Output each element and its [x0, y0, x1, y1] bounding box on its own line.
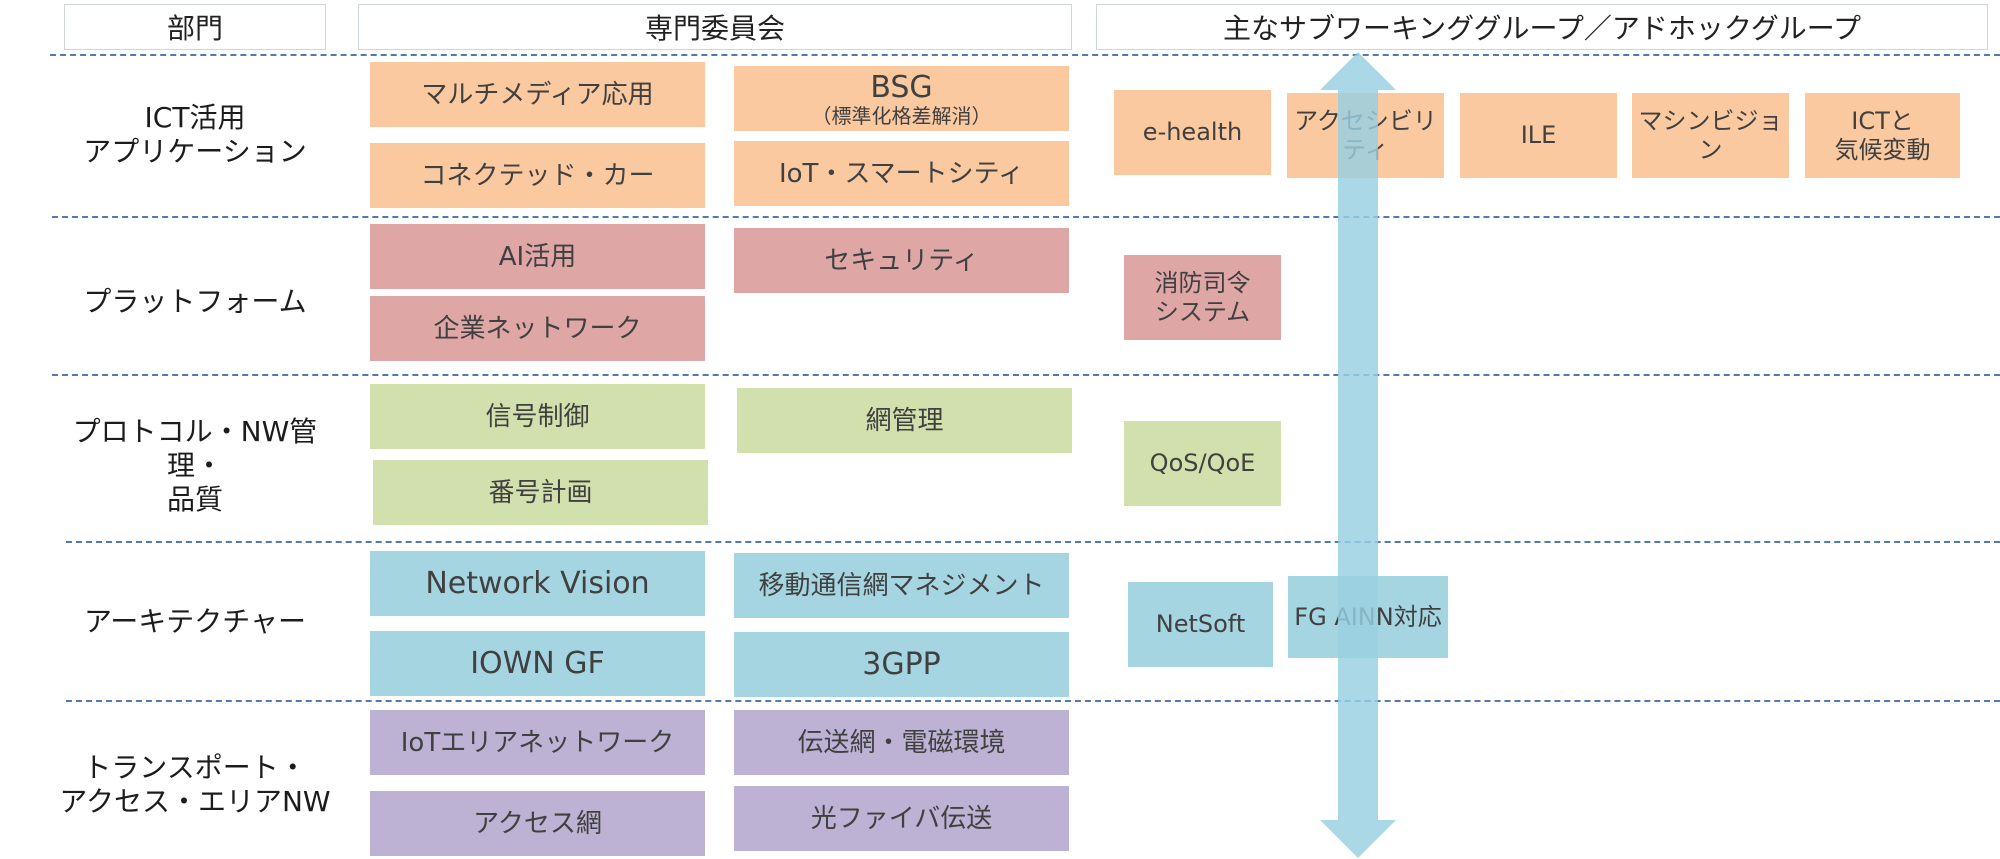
committee-ai-utilization: AI活用 [370, 224, 705, 289]
committee-bsg-note: （標準化格差解消） [811, 103, 992, 128]
group-qos-qoe: QoS/QoE [1124, 421, 1281, 506]
committee-security: セキュリティ [734, 228, 1069, 293]
group-ile: ILE [1460, 93, 1617, 178]
division-transport-access-area-nw: トランスポート・ アクセス・エリアNW [59, 751, 331, 818]
row-separator [52, 216, 2000, 218]
committee-access-network: アクセス網 [370, 791, 705, 856]
committee-enterprise-network: 企業ネットワーク [370, 296, 705, 361]
committee-mobile-network-management: 移動通信網マネジメント [734, 553, 1069, 618]
group-ict-climate-change: ICTと 気候変動 [1805, 93, 1960, 178]
header-committees: 専門委員会 [358, 4, 1072, 50]
committee-iot-area-network: IoTエリアネットワーク [370, 710, 705, 775]
committee-connected-car: コネクテッド・カー [370, 143, 705, 208]
division-ict-applications: ICT活用 アプリケーション [83, 101, 307, 168]
group-machine-vision: マシンビジョン [1632, 93, 1789, 178]
group-e-health: e-health [1114, 90, 1271, 175]
row-separator [66, 541, 2000, 543]
committee-3gpp: 3GPP [734, 632, 1069, 697]
group-netsoft: NetSoft [1128, 582, 1273, 667]
group-fire-command-system: 消防司令 システム [1124, 255, 1281, 340]
committee-iot-smart-city: IoT・スマートシティ [734, 141, 1069, 206]
division-protocol-nw-management-quality: プロトコル・NW管理・ 品質 [72, 415, 318, 516]
committee-bsg-title: BSG [870, 69, 933, 105]
committee-numbering-plan: 番号計画 [373, 460, 708, 525]
committee-transmission-emc: 伝送網・電磁環境 [734, 710, 1069, 775]
committee-iown-gf: IOWN GF [370, 631, 705, 696]
row-separator [52, 374, 2000, 376]
committee-bsg: BSG （標準化格差解消） [734, 66, 1069, 131]
header-division: 部門 [64, 4, 326, 50]
division-architecture: アーキテクチャー [83, 605, 307, 638]
committee-optical-fiber-transmission: 光ファイバ伝送 [734, 786, 1069, 851]
committee-network-vision: Network Vision [370, 551, 705, 616]
row-separator [50, 54, 2000, 56]
committee-network-management: 網管理 [737, 388, 1072, 453]
committee-multimedia-applications: マルチメディア応用 [370, 62, 705, 127]
committee-signaling-control: 信号制御 [370, 384, 705, 449]
double-arrow-icon [1320, 52, 1396, 858]
division-platform: プラットフォーム [83, 285, 307, 318]
header-subgroups: 主なサブワーキンググループ／アドホックグループ [1096, 4, 1988, 50]
row-separator [66, 700, 2000, 702]
